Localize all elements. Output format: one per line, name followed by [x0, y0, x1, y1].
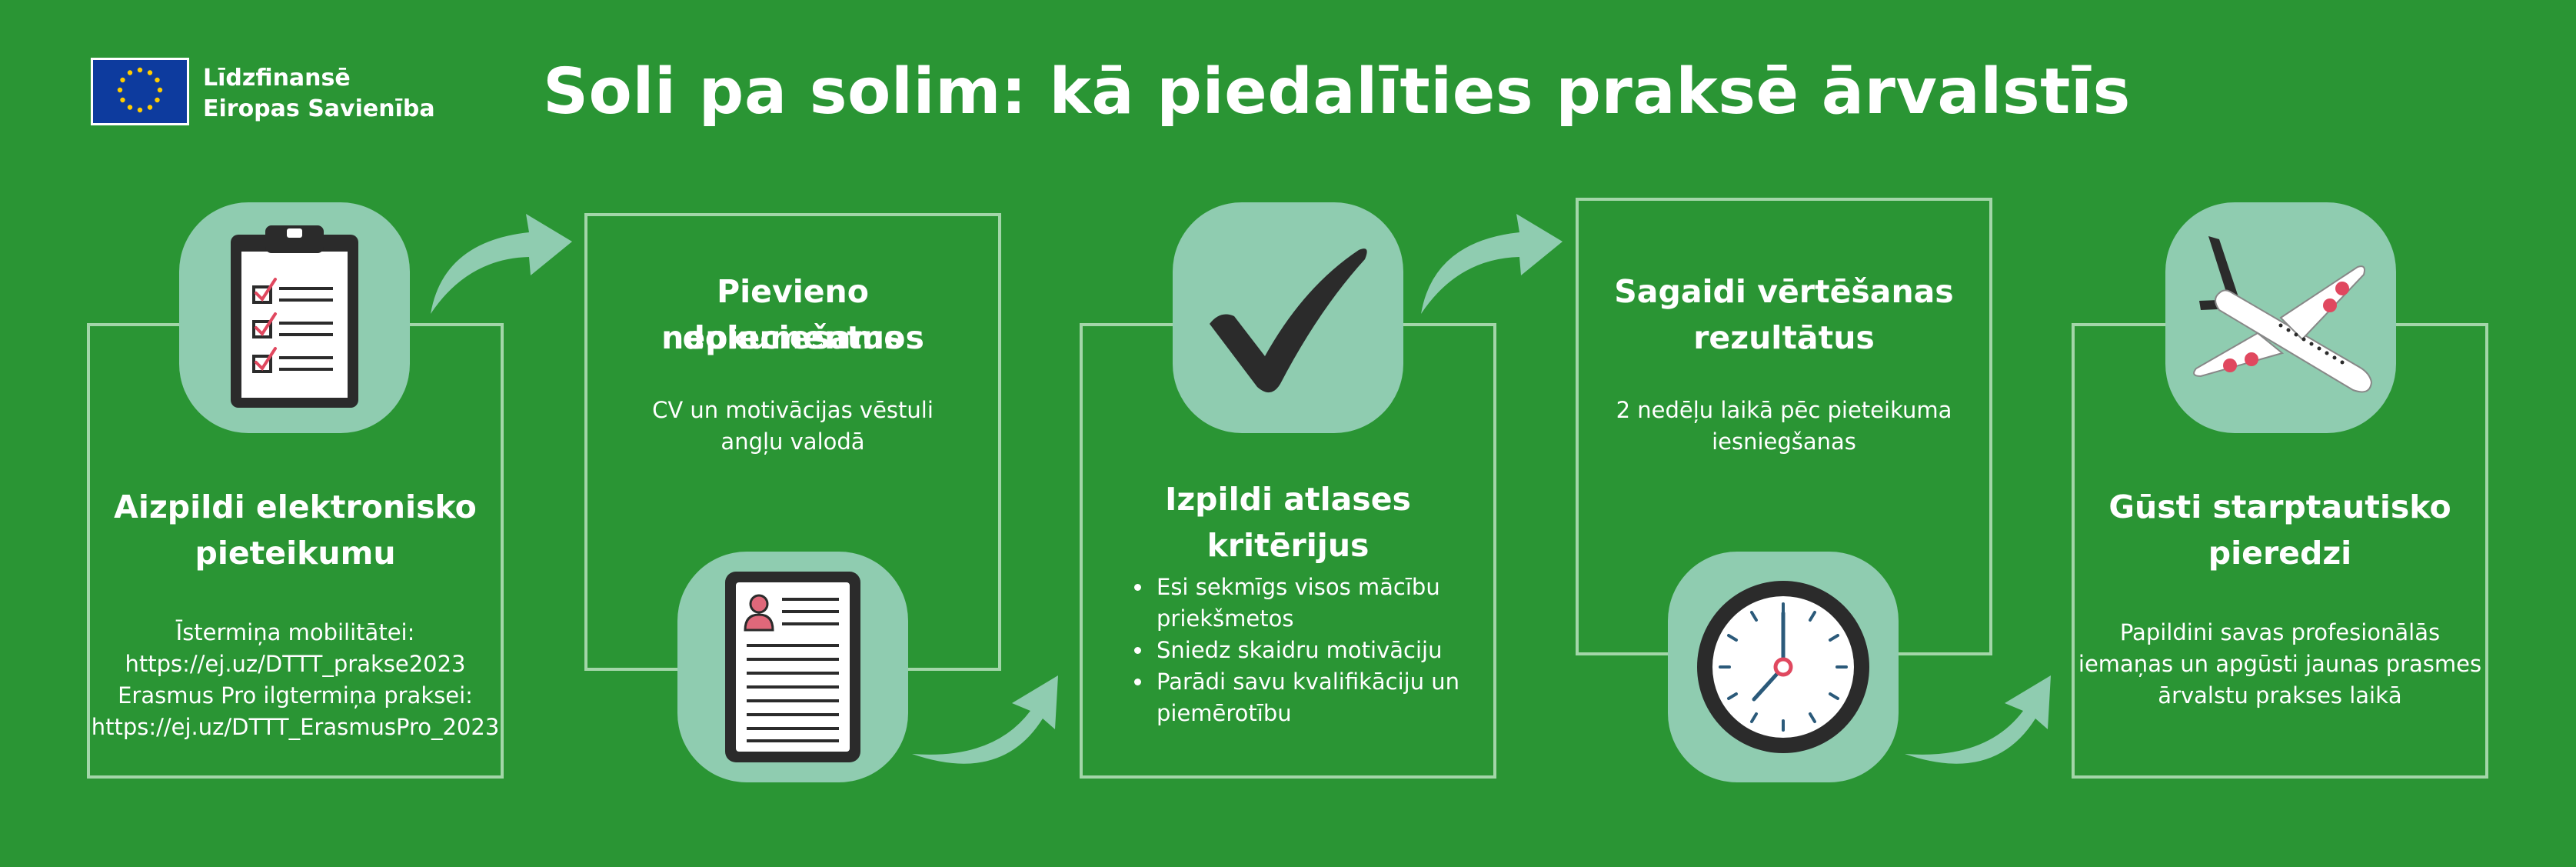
step-4-text-line-1: 2 nedēļu laikā pēc pieteikuma — [1616, 397, 1952, 423]
step-1-text-line-2: https://ej.uz/DTTT_prakse2023 — [125, 651, 466, 677]
step-1-title-line-1: Aizpildi elektronisko — [114, 489, 477, 525]
step-5-text-line-2: iemaņas un apgūsti jaunas prasmes — [2078, 651, 2482, 677]
criteria-item-3-line-1: Parādi savu kvalifikāciju un — [1157, 669, 1460, 695]
clipboard-checklist-icon — [231, 225, 358, 408]
airplane-icon — [2193, 236, 2373, 393]
clock-icon — [1697, 581, 1869, 753]
criteria-item-1-line-1: Esi sekmīgs visos mācību — [1157, 574, 1440, 600]
criteria-item: Parādi savu kvalifikāciju un piemērotību — [1153, 666, 1478, 729]
eu-cofinance-text: Līdzfinansē Eiropas Savienība — [203, 63, 435, 125]
criteria-list: Esi sekmīgs visos mācību priekšmetos Snie… — [1129, 572, 1478, 729]
step-4-title-line-1: Sagaidi vērtēšanas — [1614, 273, 1954, 310]
checkmark-tile — [1173, 202, 1403, 433]
airplane-tile — [2165, 202, 2396, 433]
document-tile — [677, 552, 908, 782]
step-3-card: Izpildi atlases kritērijus Esi sekmīgs v… — [1080, 323, 1496, 779]
step-3-title: Izpildi atlases kritērijus — [1165, 481, 1411, 564]
step-2-text-line-2: angļu valodā — [721, 428, 865, 455]
step-5-text-line-1: Papildini savas profesionālās — [2119, 619, 2441, 645]
step-5-card: Gūsti starptautisko pieredzi Papildini s… — [2072, 323, 2488, 779]
curved-arrow-icon — [1905, 675, 2051, 764]
eu-flag-logo — [91, 58, 189, 125]
page-title: Soli pa solim: kā piedalīties praksē ārv… — [543, 55, 2131, 128]
step-5-text-line-3: ārvalstu prakses laikā — [2158, 682, 2402, 709]
eu-line-1: Līdzfinansē — [203, 65, 351, 92]
step-5-title-line-1: Gūsti starptautisko — [2108, 489, 2451, 525]
step-1-card: Aizpildi elektronisko pieteikumu Īstermi… — [87, 323, 504, 779]
step-2-title-line-2: dokumentus — [682, 319, 904, 356]
criteria-item-2-line-1: Sniedz skaidru motivāciju — [1157, 637, 1443, 663]
step-2-title-line-1: Pievieno nepieciešamos — [661, 273, 924, 356]
step-5-title-line-2: pieredzi — [2208, 535, 2352, 572]
clipboard-tile — [179, 202, 410, 433]
criteria-item-3-line-2: piemērotību — [1157, 700, 1292, 726]
step-4-text-line-2: iesniegšanas — [1712, 428, 1856, 455]
step-2-text-line-1: CV un motivācijas vēstuli — [652, 397, 934, 423]
curved-arrow-icon — [1421, 214, 1563, 314]
step-4-title-line-2: rezultātus — [1693, 319, 1875, 356]
criteria-item: Esi sekmīgs visos mācību priekšmetos — [1153, 572, 1478, 635]
curved-arrow-icon — [431, 214, 572, 314]
clock-tile — [1668, 552, 1899, 782]
step-1-text-line-4: https://ej.uz/DTTT_ErasmusPro_2023 — [91, 714, 500, 740]
curved-arrow-icon — [912, 675, 1058, 764]
step-4-card: Sagaidi vērtēšanas rezultātus 2 nedēļu l… — [1576, 198, 1992, 655]
criteria-item-1-line-2: priekšmetos — [1157, 605, 1294, 632]
resume-document-icon — [725, 572, 860, 762]
step-1-text-line-3: Erasmus Pro ilgtermiņa praksei: — [118, 682, 473, 709]
eu-line-2: Eiropas Savienība — [203, 95, 435, 122]
checkmark-icon — [1210, 248, 1367, 393]
step-1-text-line-1: Īstermiņa mobilitātei: — [175, 619, 415, 645]
criteria-item: Sniedz skaidru motivāciju — [1153, 635, 1478, 666]
step-1-title-line-2: pieteikumu — [195, 535, 396, 572]
